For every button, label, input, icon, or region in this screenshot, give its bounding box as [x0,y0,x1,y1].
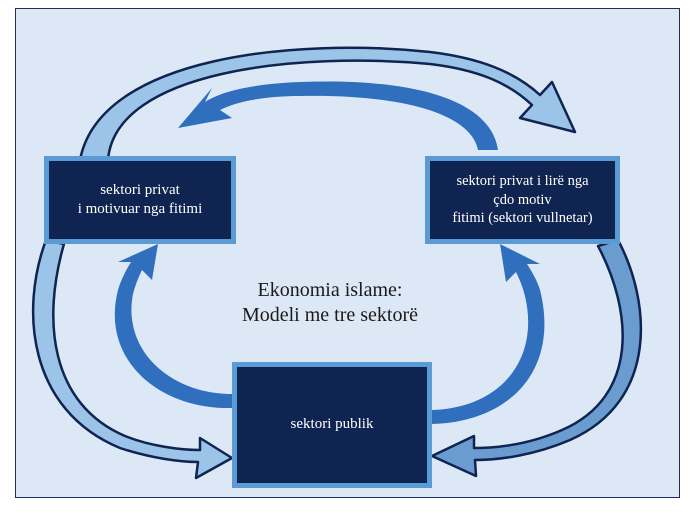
node-label: sektori privat i motivuar nga fitimi [77,181,203,218]
title-line-1: Ekonomia islame: [257,279,403,301]
node-public-sector: sektori publik [232,362,432,488]
arrow-voluntary-to-public-outer [430,238,643,478]
node-label: sektori privat i lirë nga çdo motiv fiti… [452,172,593,227]
diagram-title: Ekonomia islame: Modeli me tre sektorë [180,278,480,328]
node-private-nonprofit-sector: sektori privat i lirë nga çdo motiv fiti… [425,156,620,244]
node-private-profit-sector: sektori privat i motivuar nga fitimi [44,156,236,244]
arrow-public-to-voluntary-inner [432,244,545,424]
arrow-private-to-voluntary-outer [78,46,577,162]
arrow-public-to-private-inner [114,244,232,409]
arrow-voluntary-to-private-inner [178,81,498,150]
node-label: sektori publik [290,416,374,433]
title-line-2: Modeli me tre sektorë [241,304,419,326]
